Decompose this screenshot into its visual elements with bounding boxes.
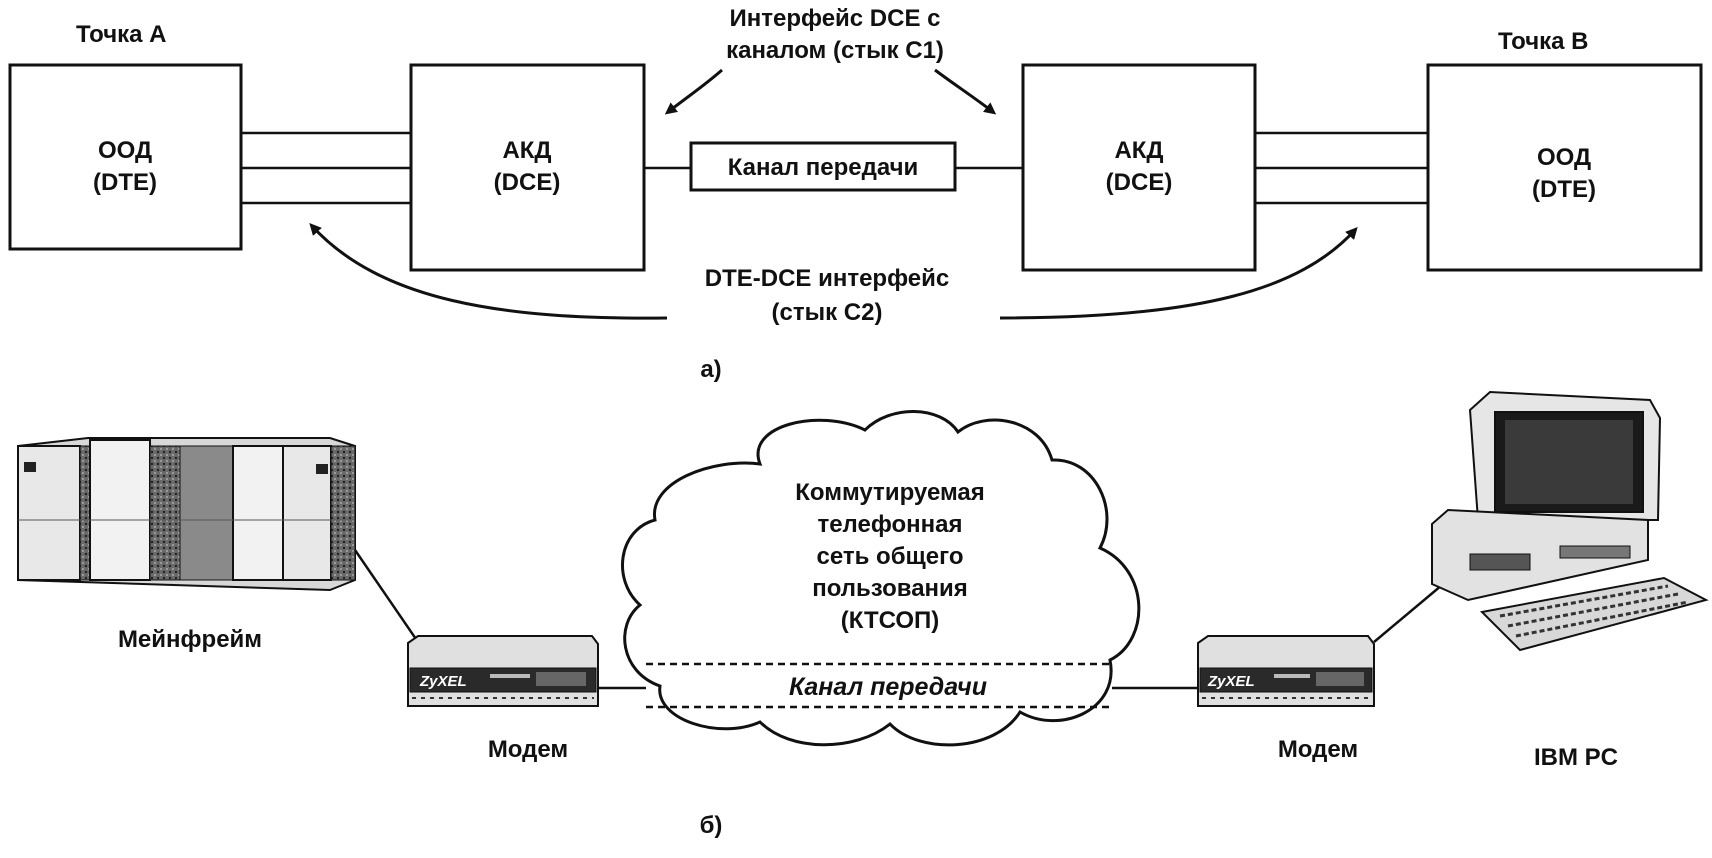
network-label-2: телефонная xyxy=(817,511,962,538)
modem-left-label: Модем xyxy=(488,736,568,763)
network-channel-lines xyxy=(646,662,1112,709)
network-label-4: пользования xyxy=(812,575,968,602)
modem-pc-link xyxy=(1373,579,1449,643)
c2-arrow-right xyxy=(999,227,1358,320)
dte-right-label-1: ООД xyxy=(1537,144,1591,171)
dte-left-box: ООД (DTE) xyxy=(8,63,243,251)
dce-left-box: АКД (DCE) xyxy=(409,63,646,272)
interface-c2-label-2: (стык С2) xyxy=(772,299,883,326)
dce-right-label-2: (DCE) xyxy=(1106,169,1173,196)
dce-left-label-2: (DCE) xyxy=(494,169,561,196)
interface-c1-label-2: каналом (стык С1) xyxy=(726,37,944,64)
network-label-3: сеть общего xyxy=(817,543,964,570)
diagram-b: Мейнфрейм ZyXEL Модем Коммутируемая теле… xyxy=(17,390,1709,839)
dte-left-label-1: ООД xyxy=(98,137,152,164)
dte-right-box: ООД (DTE) xyxy=(1426,63,1703,272)
c2-arrow-left xyxy=(309,223,668,320)
pc-label: IBM PC xyxy=(1534,744,1618,771)
mainframe-label: Мейнфрейм xyxy=(118,626,262,653)
pc-icon xyxy=(1431,390,1709,652)
dce-right-label-1: АКД xyxy=(1114,137,1163,164)
mainframe-icon xyxy=(17,437,356,592)
network-cloud xyxy=(620,410,1141,747)
dte-left-label-2: (DTE) xyxy=(93,169,157,196)
c1-arrow-left xyxy=(664,68,723,115)
channel-box: Канал передачи xyxy=(689,141,957,192)
caption-b: б) xyxy=(700,812,723,839)
modem-right-brand: ZyXEL xyxy=(1207,673,1255,690)
network-channel-label: Канал передачи xyxy=(789,673,987,701)
dte-dce-link-right xyxy=(1255,131,1428,205)
interface-c1-label-1: Интерфейс DCE с xyxy=(730,5,941,32)
network-label-5: (КТСОП) xyxy=(841,607,940,634)
modem-right-label: Модем xyxy=(1278,736,1358,763)
mainframe-modem-link xyxy=(353,549,420,643)
channel-label: Канал передачи xyxy=(728,154,919,181)
diagram-a: Точка А Точка В ООД (DTE) АКД (DCE) Кана… xyxy=(8,5,1703,383)
modem-right-icon: ZyXEL xyxy=(1197,635,1375,707)
modem-left-icon: ZyXEL xyxy=(407,635,599,707)
modem-left-brand: ZyXEL xyxy=(419,673,467,690)
caption-a: а) xyxy=(700,356,721,383)
dce-left-label-1: АКД xyxy=(502,137,551,164)
network-label-1: Коммутируемая xyxy=(795,479,985,506)
dce-right-box: АКД (DCE) xyxy=(1021,63,1257,272)
point-a-label: Точка А xyxy=(76,21,167,48)
c1-arrow-right xyxy=(934,68,997,115)
point-b-label: Точка В xyxy=(1498,28,1589,55)
dte-right-label-2: (DTE) xyxy=(1532,176,1596,203)
dte-dce-link-left xyxy=(241,131,411,205)
interface-c2-label-1: DTE-DCE интерфейс xyxy=(705,265,949,292)
